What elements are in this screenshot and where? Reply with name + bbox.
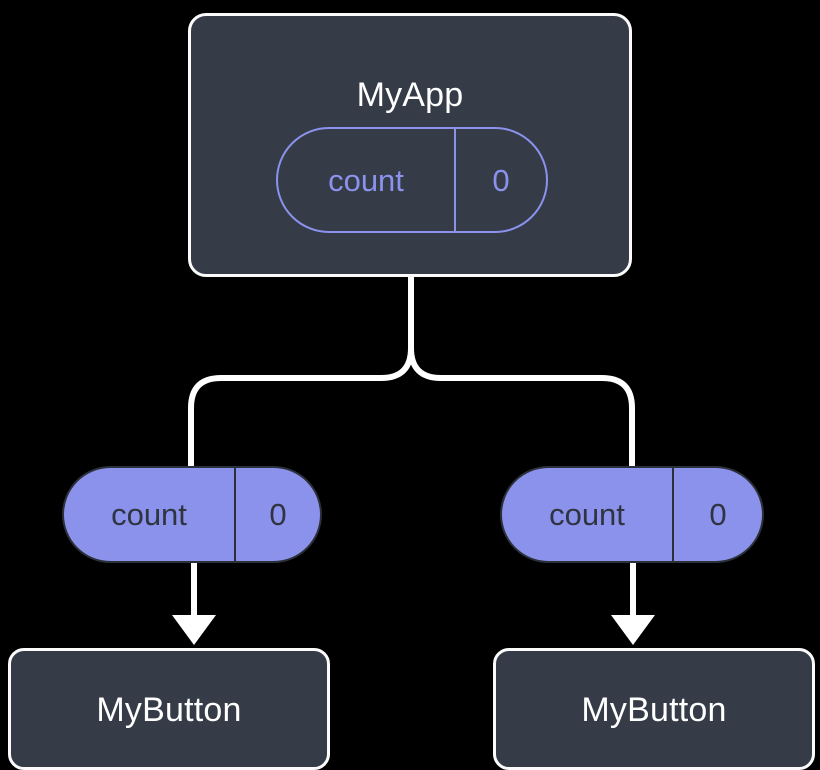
branch-edge-left	[188, 274, 414, 469]
prop-pill-value: 0	[234, 468, 320, 561]
arrow-head-left	[172, 615, 216, 645]
component-node-mybutton-left[interactable]: MyButton	[8, 648, 330, 770]
prop-pill-right[interactable]: count 0	[500, 466, 764, 563]
prop-pill-left[interactable]: count 0	[62, 466, 322, 563]
prop-pill-key: count	[549, 497, 625, 532]
component-node-myapp[interactable]: MyApp	[188, 13, 632, 277]
arrow-head-right	[611, 615, 655, 645]
state-pill-value: 0	[454, 129, 546, 231]
component-title-mybutton-left: MyButton	[96, 691, 242, 729]
state-pill-key: count	[328, 162, 404, 198]
component-node-mybutton-right[interactable]: MyButton	[493, 648, 815, 770]
prop-pill-key: count	[111, 497, 187, 532]
branch-edge-right	[408, 274, 635, 469]
prop-pill-value: 0	[672, 468, 762, 561]
component-title-mybutton-right: MyButton	[581, 691, 727, 729]
state-pill-myapp[interactable]: count 0	[276, 127, 548, 233]
component-title-myapp: MyApp	[356, 76, 464, 114]
